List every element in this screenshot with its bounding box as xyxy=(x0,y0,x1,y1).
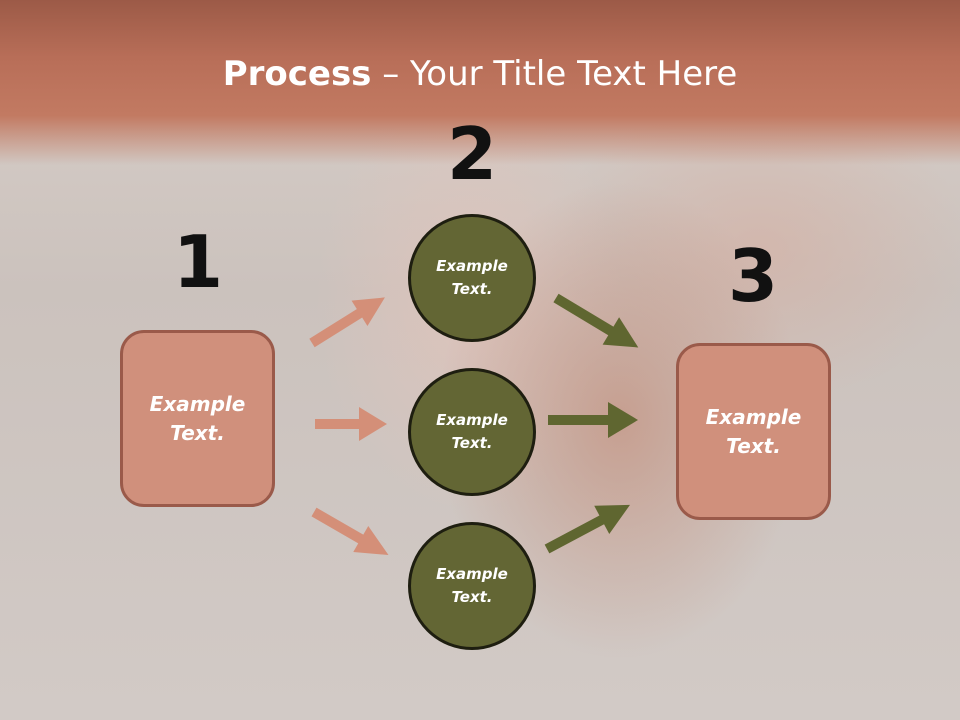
title-bold: Process xyxy=(222,54,372,94)
right-arrows xyxy=(544,293,639,554)
arrow-up-right-right xyxy=(544,504,630,554)
step-number-2: 2 xyxy=(446,112,498,196)
title-band xyxy=(0,0,960,165)
step-3-label: Example Text. xyxy=(705,404,802,458)
step-2-circle-bottom: Example Text. xyxy=(408,522,536,650)
step-number-1: 1 xyxy=(172,220,224,304)
title-rest: – Your Title Text Here xyxy=(371,54,738,94)
arrow-up-right-left xyxy=(309,297,385,348)
step-number-3: 3 xyxy=(727,234,779,318)
arrow-right-right xyxy=(548,402,638,438)
step-3-box: Example Text. xyxy=(676,343,831,520)
step-2-label-middle: Example Text. xyxy=(436,411,508,452)
step-2-circle-middle: Example Text. xyxy=(408,368,536,496)
step-1-box: Example Text. xyxy=(120,330,275,507)
step-2-label-top: Example Text. xyxy=(436,257,508,298)
left-arrows xyxy=(309,297,389,555)
slide-title: Process – Your Title Text Here xyxy=(0,52,960,96)
arrow-down-right-right xyxy=(553,293,639,348)
arrow-right-left xyxy=(315,407,387,441)
arrow-down-right-left xyxy=(311,507,389,555)
step-1-label: Example Text. xyxy=(149,391,246,445)
step-2-circle-top: Example Text. xyxy=(408,214,536,342)
step-2-label-bottom: Example Text. xyxy=(436,565,508,606)
